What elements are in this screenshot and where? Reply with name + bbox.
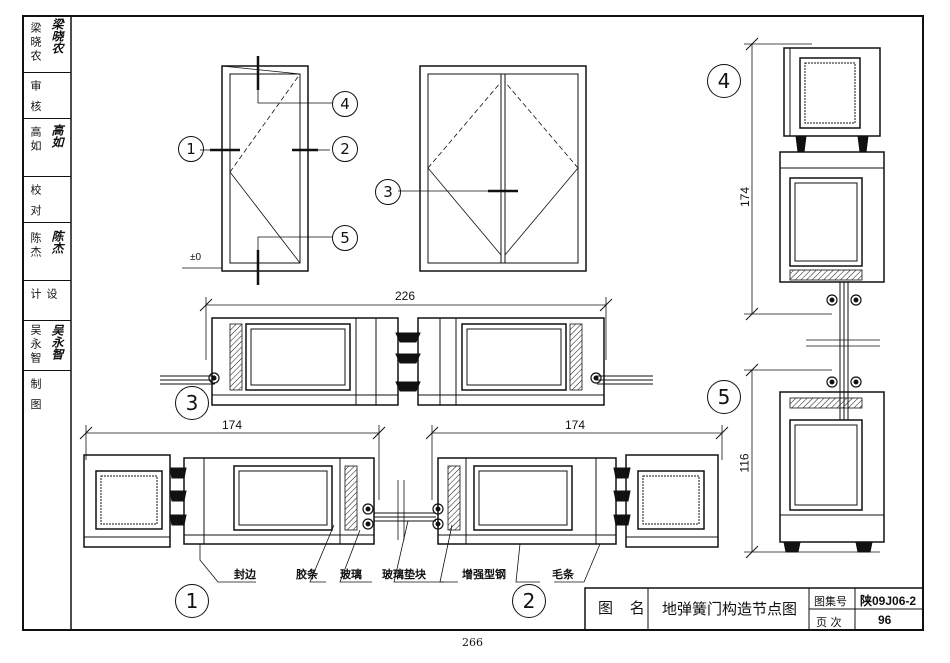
signoff-cell: 审 核 [23, 72, 71, 119]
detail-marker-5: 5 [332, 225, 358, 251]
detail-1-section [79, 425, 444, 583]
detail-marker-2: 2 [332, 136, 358, 162]
atlas-number: 陕09J06-2 [860, 594, 917, 608]
detail-5-section [744, 363, 885, 559]
footer-page-number: 266 [462, 636, 483, 649]
signoff-cell: 设 计 [23, 280, 71, 321]
detail-label-5: 5 [707, 380, 741, 414]
callout-brush-strip: 毛条 [552, 568, 574, 581]
dimension-d2-width: 174 [565, 418, 586, 432]
signoff-cell: 制 图 [23, 370, 71, 416]
detail-label-3: 3 [175, 386, 209, 420]
callout-edge-seal: 封边 [234, 568, 256, 581]
callout-rubber-strip: 胶条 [296, 568, 318, 581]
signature-mark: 高如 [50, 124, 64, 148]
signature-mark: 吴永智 [50, 324, 64, 360]
detail-4-section [744, 37, 885, 420]
sheet-border [22, 15, 924, 631]
dimension-d3-width: 226 [395, 289, 416, 303]
drawing-title: 地弹簧门构造节点图 [662, 600, 798, 618]
detail-label-1: 1 [175, 584, 209, 618]
single-door-elevation [182, 56, 332, 285]
signoff-role: 吴永智 [29, 324, 42, 366]
detail-3-section [160, 297, 653, 406]
dimension-d4-height: 174 [738, 186, 753, 208]
signoff-role: 设 计 [29, 288, 58, 302]
signoff-cell: 陈杰 陈杰 [23, 222, 71, 281]
signoff-role: 制 图 [29, 378, 42, 413]
signature-mark: 陈杰 [50, 230, 64, 254]
signoff-role: 高如 [29, 126, 42, 154]
detail-marker-1: 1 [178, 136, 204, 162]
title-block-frame [584, 587, 924, 631]
atlas-label: 图集号 [814, 595, 847, 608]
signoff-cell: 校 对 [23, 176, 71, 223]
dimension-d5-height: 116 [737, 453, 752, 473]
detail-marker-4: 4 [332, 91, 358, 117]
detail-2-section [425, 425, 729, 583]
page-number: 96 [878, 613, 892, 627]
detail-label-2: 2 [512, 584, 546, 618]
double-door-elevation [398, 65, 587, 272]
signoff-role: 陈杰 [29, 232, 42, 260]
signoff-role: 梁晓农 [29, 22, 42, 64]
callout-steel-reinforcement: 增强型钢 [462, 568, 506, 581]
callout-glass-setting-block: 玻璃垫块 [382, 568, 426, 581]
signoff-role: 审 核 [29, 80, 42, 115]
signoff-cell: 梁晓农 梁晓农 [23, 16, 71, 73]
signoff-cell: 吴永智 吴永智 [23, 320, 71, 371]
page-label: 页 次 [816, 616, 842, 629]
signoff-cell: 高如 高如 [23, 118, 71, 177]
elevation-mark: ±0 [190, 252, 202, 263]
callout-glass: 玻璃 [340, 568, 362, 581]
signoff-role: 校 对 [29, 184, 42, 219]
detail-label-4: 4 [707, 64, 741, 98]
detail-marker-3: 3 [375, 179, 401, 205]
dimension-d1-width: 174 [222, 418, 243, 432]
signature-mark: 梁晓农 [50, 18, 64, 54]
title-block-label: 图 名 [598, 599, 651, 617]
